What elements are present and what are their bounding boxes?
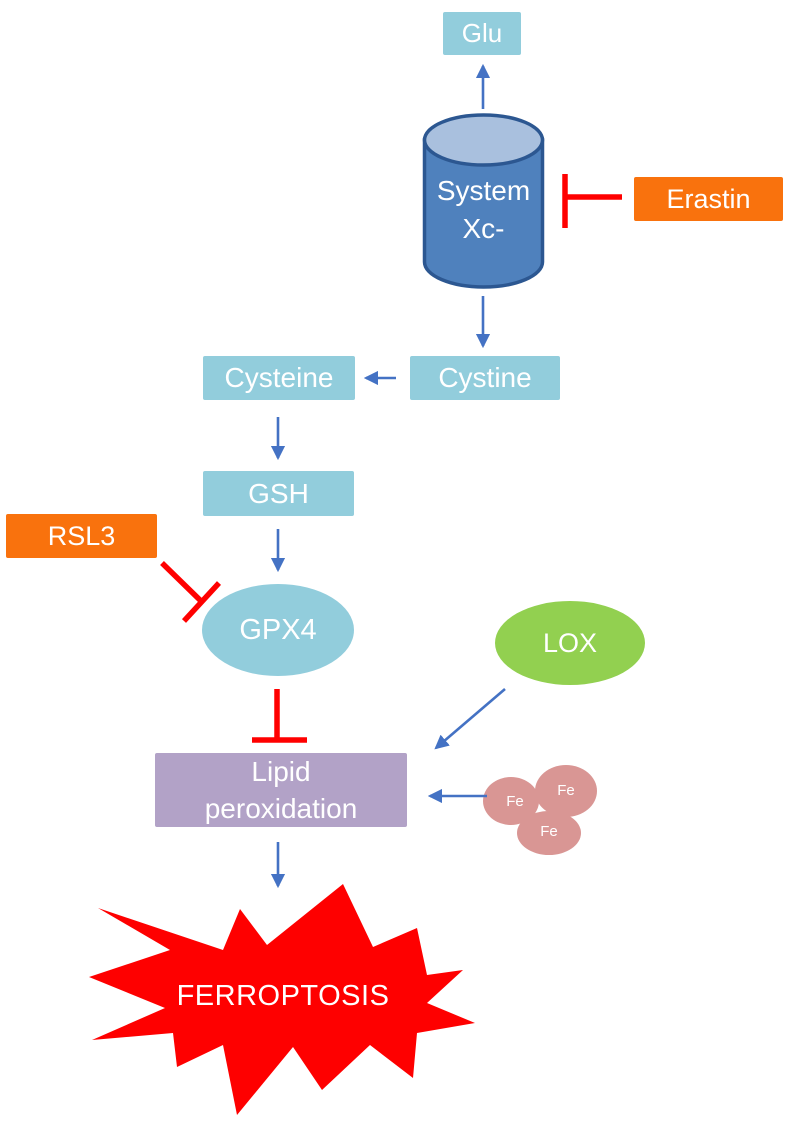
glu-label: Glu: [461, 18, 503, 48]
node-glu: Glu: [443, 12, 521, 55]
gsh-label: GSH: [248, 477, 309, 509]
gpx4-ellipse: [202, 584, 354, 676]
inhibition-rsl3-to-gpx4: [160, 561, 222, 623]
node-cystine: Cystine: [410, 356, 560, 400]
node-gsh: GSH: [203, 471, 354, 516]
cysteine-label: Cysteine: [224, 362, 334, 393]
ferroptosis-starburst: [89, 884, 475, 1115]
iron-circle-cluster: [483, 765, 597, 855]
system-xc-cylinder: [422, 113, 545, 289]
fe-circle-left: [483, 777, 539, 825]
rsl3-label: RSL3: [47, 520, 116, 551]
inhibition-erastin-to-systemxc: [562, 174, 622, 228]
node-cysteine: Cysteine: [203, 356, 355, 400]
arrow-lox-to-lipid-peroxidation: [434, 688, 506, 750]
lipid-peroxidation-label-line2: peroxidation: [204, 793, 358, 824]
node-lipid-peroxidation: Lipid peroxidation: [155, 753, 407, 827]
node-erastin: Erastin: [634, 177, 783, 221]
fe-circle-bottom: [517, 811, 581, 855]
lox-ellipse: [495, 601, 645, 685]
erastin-label: Erastin: [666, 183, 751, 214]
lipid-peroxidation-label-line1: Lipid: [251, 756, 311, 787]
node-rsl3: RSL3: [6, 514, 157, 558]
cystine-label: Cystine: [438, 362, 532, 393]
inhibition-gpx4-to-lipid-peroxidation: [252, 689, 307, 743]
fe-circle-top-right: [535, 765, 597, 817]
